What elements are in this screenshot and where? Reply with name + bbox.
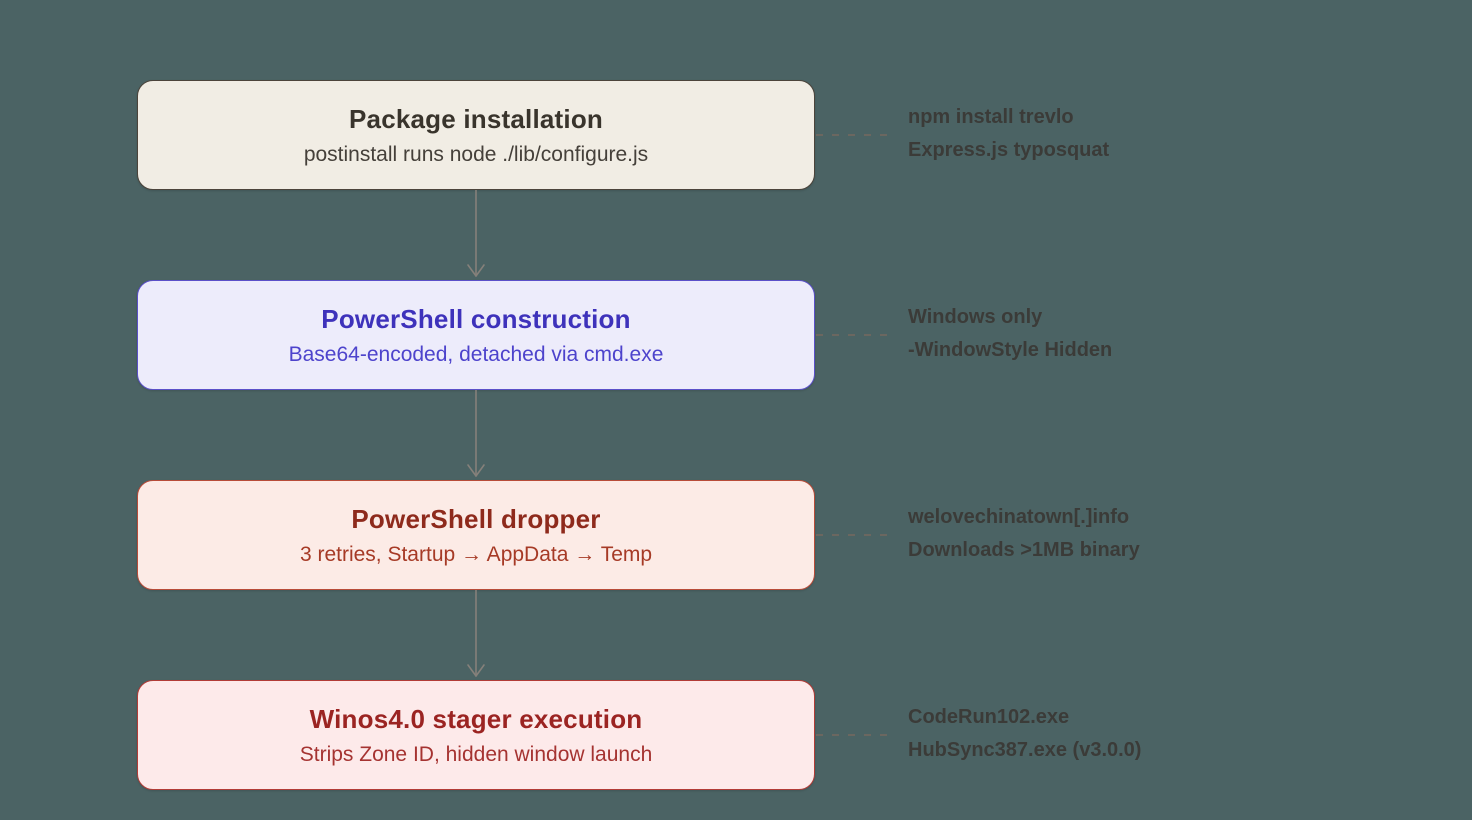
node-powershell-dropper: PowerShell dropper 3 retries, Startup → … — [137, 480, 815, 590]
annotation-powershell-construction: Windows only -WindowStyle Hidden — [908, 301, 1112, 367]
dashed-connector-line — [816, 534, 896, 536]
annotation-package-installation: npm install trevlo Express.js typosquat — [908, 101, 1109, 167]
node-title: Winos4.0 stager execution — [309, 703, 643, 734]
node-subtitle: Base64-encoded, detached via cmd.exe — [288, 342, 664, 366]
annotation-line: HubSync387.exe (v3.0.0) — [908, 739, 1142, 761]
annotation-line: CodeRun102.exe — [908, 706, 1070, 728]
node-subtitle: Strips Zone ID, hidden window launch — [299, 742, 653, 766]
node-subtitle: 3 retries, Startup → AppData → Temp — [299, 542, 653, 566]
annotation-line: Express.js typosquat — [908, 139, 1110, 161]
annotation-line: -WindowStyle Hidden — [908, 339, 1113, 361]
annotation-line: Windows only — [908, 306, 1043, 328]
node-subtitle: postinstall runs node ./lib/configure.js — [303, 142, 649, 166]
down-arrow-icon — [467, 190, 485, 277]
node-title: PowerShell construction — [321, 303, 631, 334]
annotation-line: welovechinatown[.]info — [908, 506, 1130, 528]
annotation-line: npm install trevlo — [908, 106, 1074, 128]
annotation-powershell-dropper: welovechinatown[.]info Downloads >1MB bi… — [908, 501, 1140, 567]
node-title: PowerShell dropper — [351, 503, 601, 534]
dashed-connector-line — [816, 134, 896, 136]
down-arrow-icon — [467, 390, 485, 477]
dashed-connector-line — [816, 334, 896, 336]
node-powershell-construction: PowerShell construction Base64-encoded, … — [137, 280, 815, 390]
down-arrow-icon — [467, 590, 485, 677]
node-title: Package installation — [349, 103, 603, 134]
node-winos-stager-execution: Winos4.0 stager execution Strips Zone ID… — [137, 680, 815, 790]
annotation-line: Downloads >1MB binary — [908, 539, 1140, 561]
dashed-connector-line — [816, 734, 896, 736]
node-package-installation: Package installation postinstall runs no… — [137, 80, 815, 190]
annotation-winos-stager: CodeRun102.exe HubSync387.exe (v3.0.0) — [908, 701, 1141, 767]
